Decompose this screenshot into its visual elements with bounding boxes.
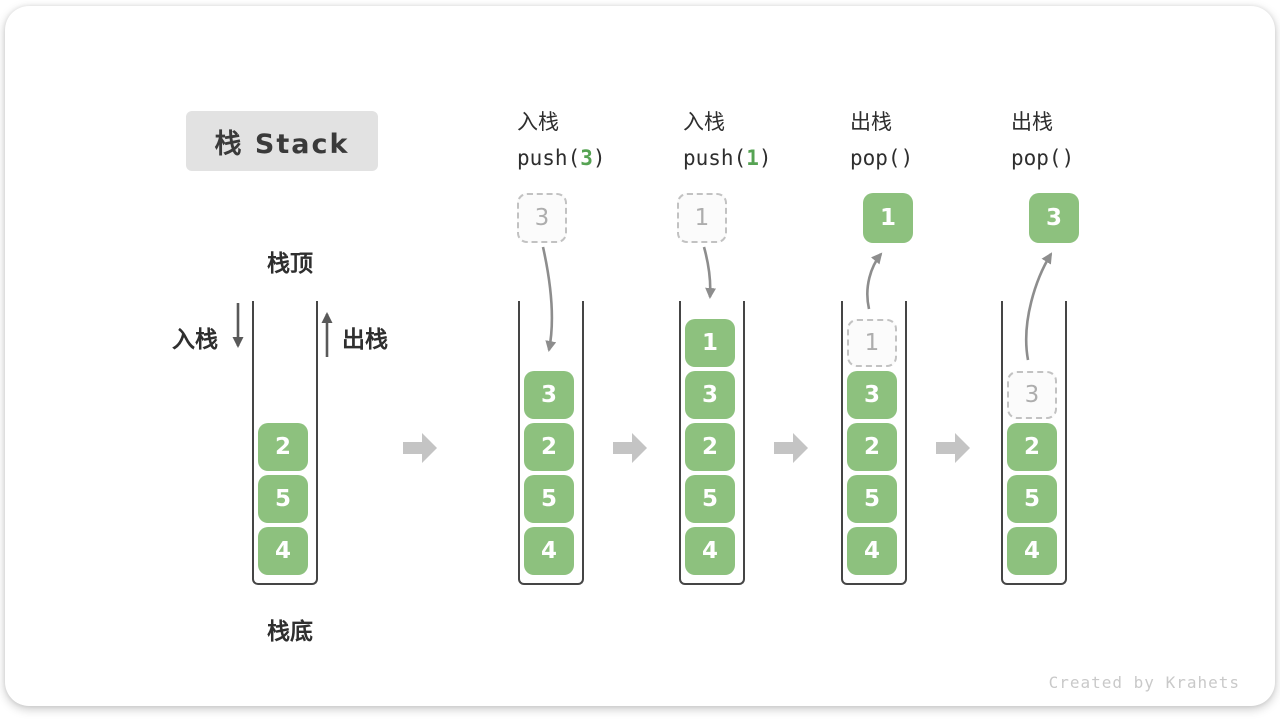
stack-item: 4 (847, 527, 897, 575)
stack-item: 4 (258, 527, 308, 575)
stack-container (518, 301, 584, 585)
push-1-arrow (702, 246, 717, 299)
operation-header: 出栈 pop() (850, 104, 913, 176)
stack-item: 2 (847, 423, 897, 471)
stack-item-removed: 1 (847, 319, 897, 367)
pushed-value-box: 1 (677, 193, 727, 243)
stack-item: 5 (685, 475, 735, 523)
stack-item: 4 (685, 527, 735, 575)
flow-arrow-2 (613, 433, 647, 463)
operation-label: 入栈 (517, 110, 559, 134)
stack-item: 2 (524, 423, 574, 471)
operation-code: pop() (1011, 140, 1074, 176)
code-argument: 1 (746, 146, 759, 170)
push-direction-label: 入栈 (172, 327, 218, 353)
operation-code: pop() (850, 140, 913, 176)
flow-arrow-1 (403, 433, 437, 463)
stack-container (1001, 301, 1067, 585)
stack-item: 2 (1007, 423, 1057, 471)
credit-text: Created by Krahets (1048, 673, 1240, 692)
code-prefix: pop( (850, 146, 901, 170)
operation-code: push(1) (683, 140, 772, 176)
stack-bottom-label: 栈底 (267, 619, 313, 645)
stack-item: 5 (524, 475, 574, 523)
stack-top-label: 栈顶 (267, 251, 313, 277)
operation-label: 出栈 (1011, 110, 1053, 134)
operation-label: 出栈 (850, 110, 892, 134)
stack-item: 5 (1007, 475, 1057, 523)
stack-item: 3 (524, 371, 574, 419)
stack-item: 3 (685, 371, 735, 419)
code-suffix: ) (900, 146, 914, 170)
code-suffix: ) (1061, 146, 1075, 170)
operation-code: push(3) (517, 140, 606, 176)
stack-container (679, 301, 745, 585)
code-prefix: push( (683, 146, 747, 170)
stack-item: 4 (524, 527, 574, 575)
stack-container (252, 301, 318, 585)
code-argument: 3 (580, 146, 593, 170)
pushed-value-box: 3 (517, 193, 567, 243)
operation-header: 入栈 push(3) (517, 104, 606, 176)
stack-item: 2 (258, 423, 308, 471)
operation-header: 入栈 push(1) (683, 104, 772, 176)
flow-arrow-4 (936, 433, 970, 463)
code-prefix: pop( (1011, 146, 1062, 170)
code-prefix: push( (517, 146, 581, 170)
popped-value-box: 1 (863, 193, 913, 243)
stack-container (841, 301, 907, 585)
stack-item-removed: 3 (1007, 371, 1057, 419)
stack-item: 1 (685, 319, 735, 367)
popped-value-box: 3 (1029, 193, 1079, 243)
code-suffix: ) (758, 146, 772, 170)
stack-item: 4 (1007, 527, 1057, 575)
code-suffix: ) (592, 146, 606, 170)
operation-header: 出栈 pop() (1011, 104, 1074, 176)
operation-label: 入栈 (683, 110, 725, 134)
flow-arrow-3 (774, 433, 808, 463)
stack-item: 3 (847, 371, 897, 419)
stack-item: 5 (847, 475, 897, 523)
diagram-title: 栈 Stack (186, 111, 378, 171)
stack-item: 5 (258, 475, 308, 523)
pop-direction-label: 出栈 (342, 327, 388, 353)
stack-item: 2 (685, 423, 735, 471)
